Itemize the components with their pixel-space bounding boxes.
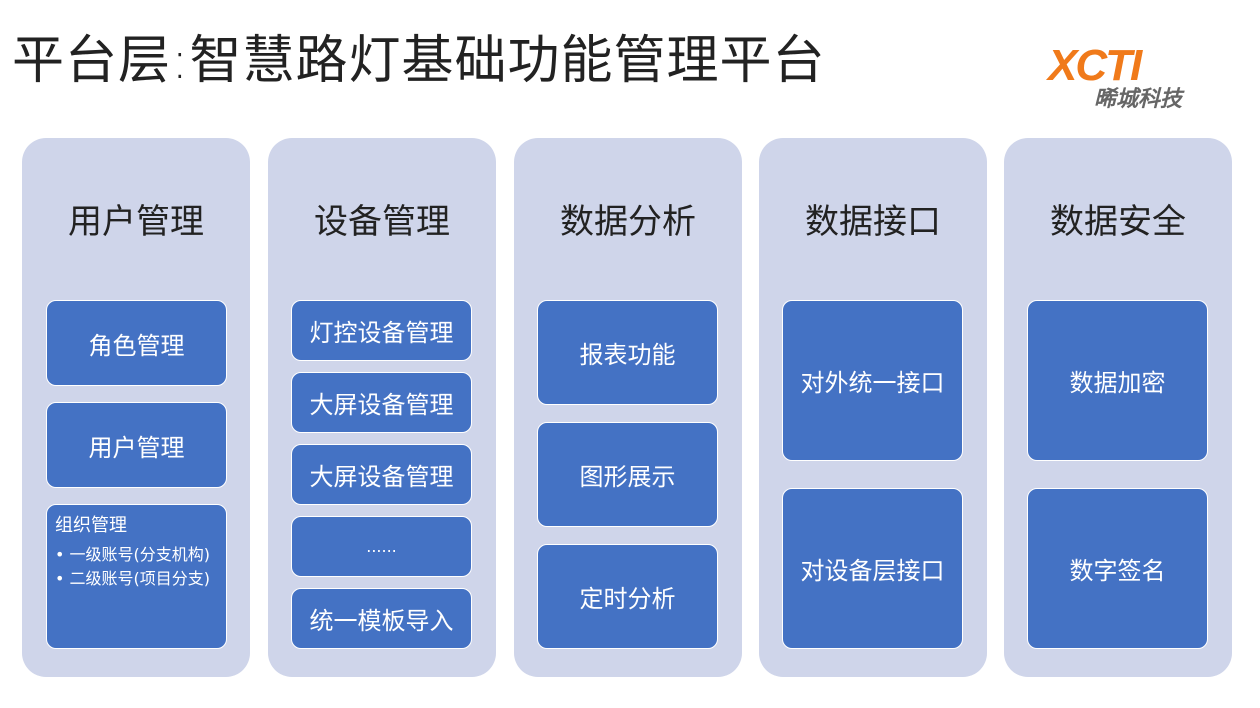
org-bullet: 二级账号(项目分支)	[55, 567, 218, 591]
column-heading: 数据接口	[805, 202, 941, 242]
logo-brand: XCTI	[1048, 41, 1142, 90]
box: 对外统一接口	[782, 300, 963, 461]
box: 用户管理	[46, 402, 227, 488]
box: 图形展示	[537, 422, 718, 527]
logo-name: 晞城科技	[1094, 87, 1183, 112]
column-data-analysis: 数据分析 报表功能 图形展示 定时分析	[514, 138, 742, 677]
box: 统一模板导入	[291, 588, 472, 649]
box: 数据加密	[1027, 300, 1208, 461]
org-title: 组织管理	[55, 515, 127, 536]
box: 定时分析	[537, 544, 718, 649]
box: 角色管理	[46, 300, 227, 386]
org-bullets: 一级账号(分支机构) 二级账号(项目分支)	[55, 543, 218, 591]
box: 大屏设备管理	[291, 444, 472, 505]
column-heading: 数据分析	[560, 202, 696, 242]
column-heading: 数据安全	[1050, 202, 1186, 242]
column-device-management: 设备管理 灯控设备管理 大屏设备管理 大屏设备管理 ...... 统一模板导入	[268, 138, 496, 677]
logo: XCTI 晞城科技	[1048, 44, 1218, 116]
box: 对设备层接口	[782, 488, 963, 649]
box: 大屏设备管理	[291, 372, 472, 433]
column-data-interface: 数据接口 对外统一接口 对设备层接口	[759, 138, 987, 677]
column-user-management: 用户管理 角色管理 用户管理 组织管理 一级账号(分支机构) 二级账号(项目分支…	[22, 138, 250, 677]
page-title: 平台层:智慧路灯基础功能管理平台	[12, 31, 826, 91]
box: ......	[291, 516, 472, 577]
box: 灯控设备管理	[291, 300, 472, 361]
column-heading: 用户管理	[68, 202, 204, 242]
column-data-security: 数据安全 数据加密 数字签名	[1004, 138, 1232, 677]
column-heading: 设备管理	[314, 202, 450, 242]
box-org: 组织管理 一级账号(分支机构) 二级账号(项目分支)	[46, 504, 227, 649]
box: 报表功能	[537, 300, 718, 405]
box: 数字签名	[1027, 488, 1208, 649]
org-bullet: 一级账号(分支机构)	[55, 543, 218, 567]
